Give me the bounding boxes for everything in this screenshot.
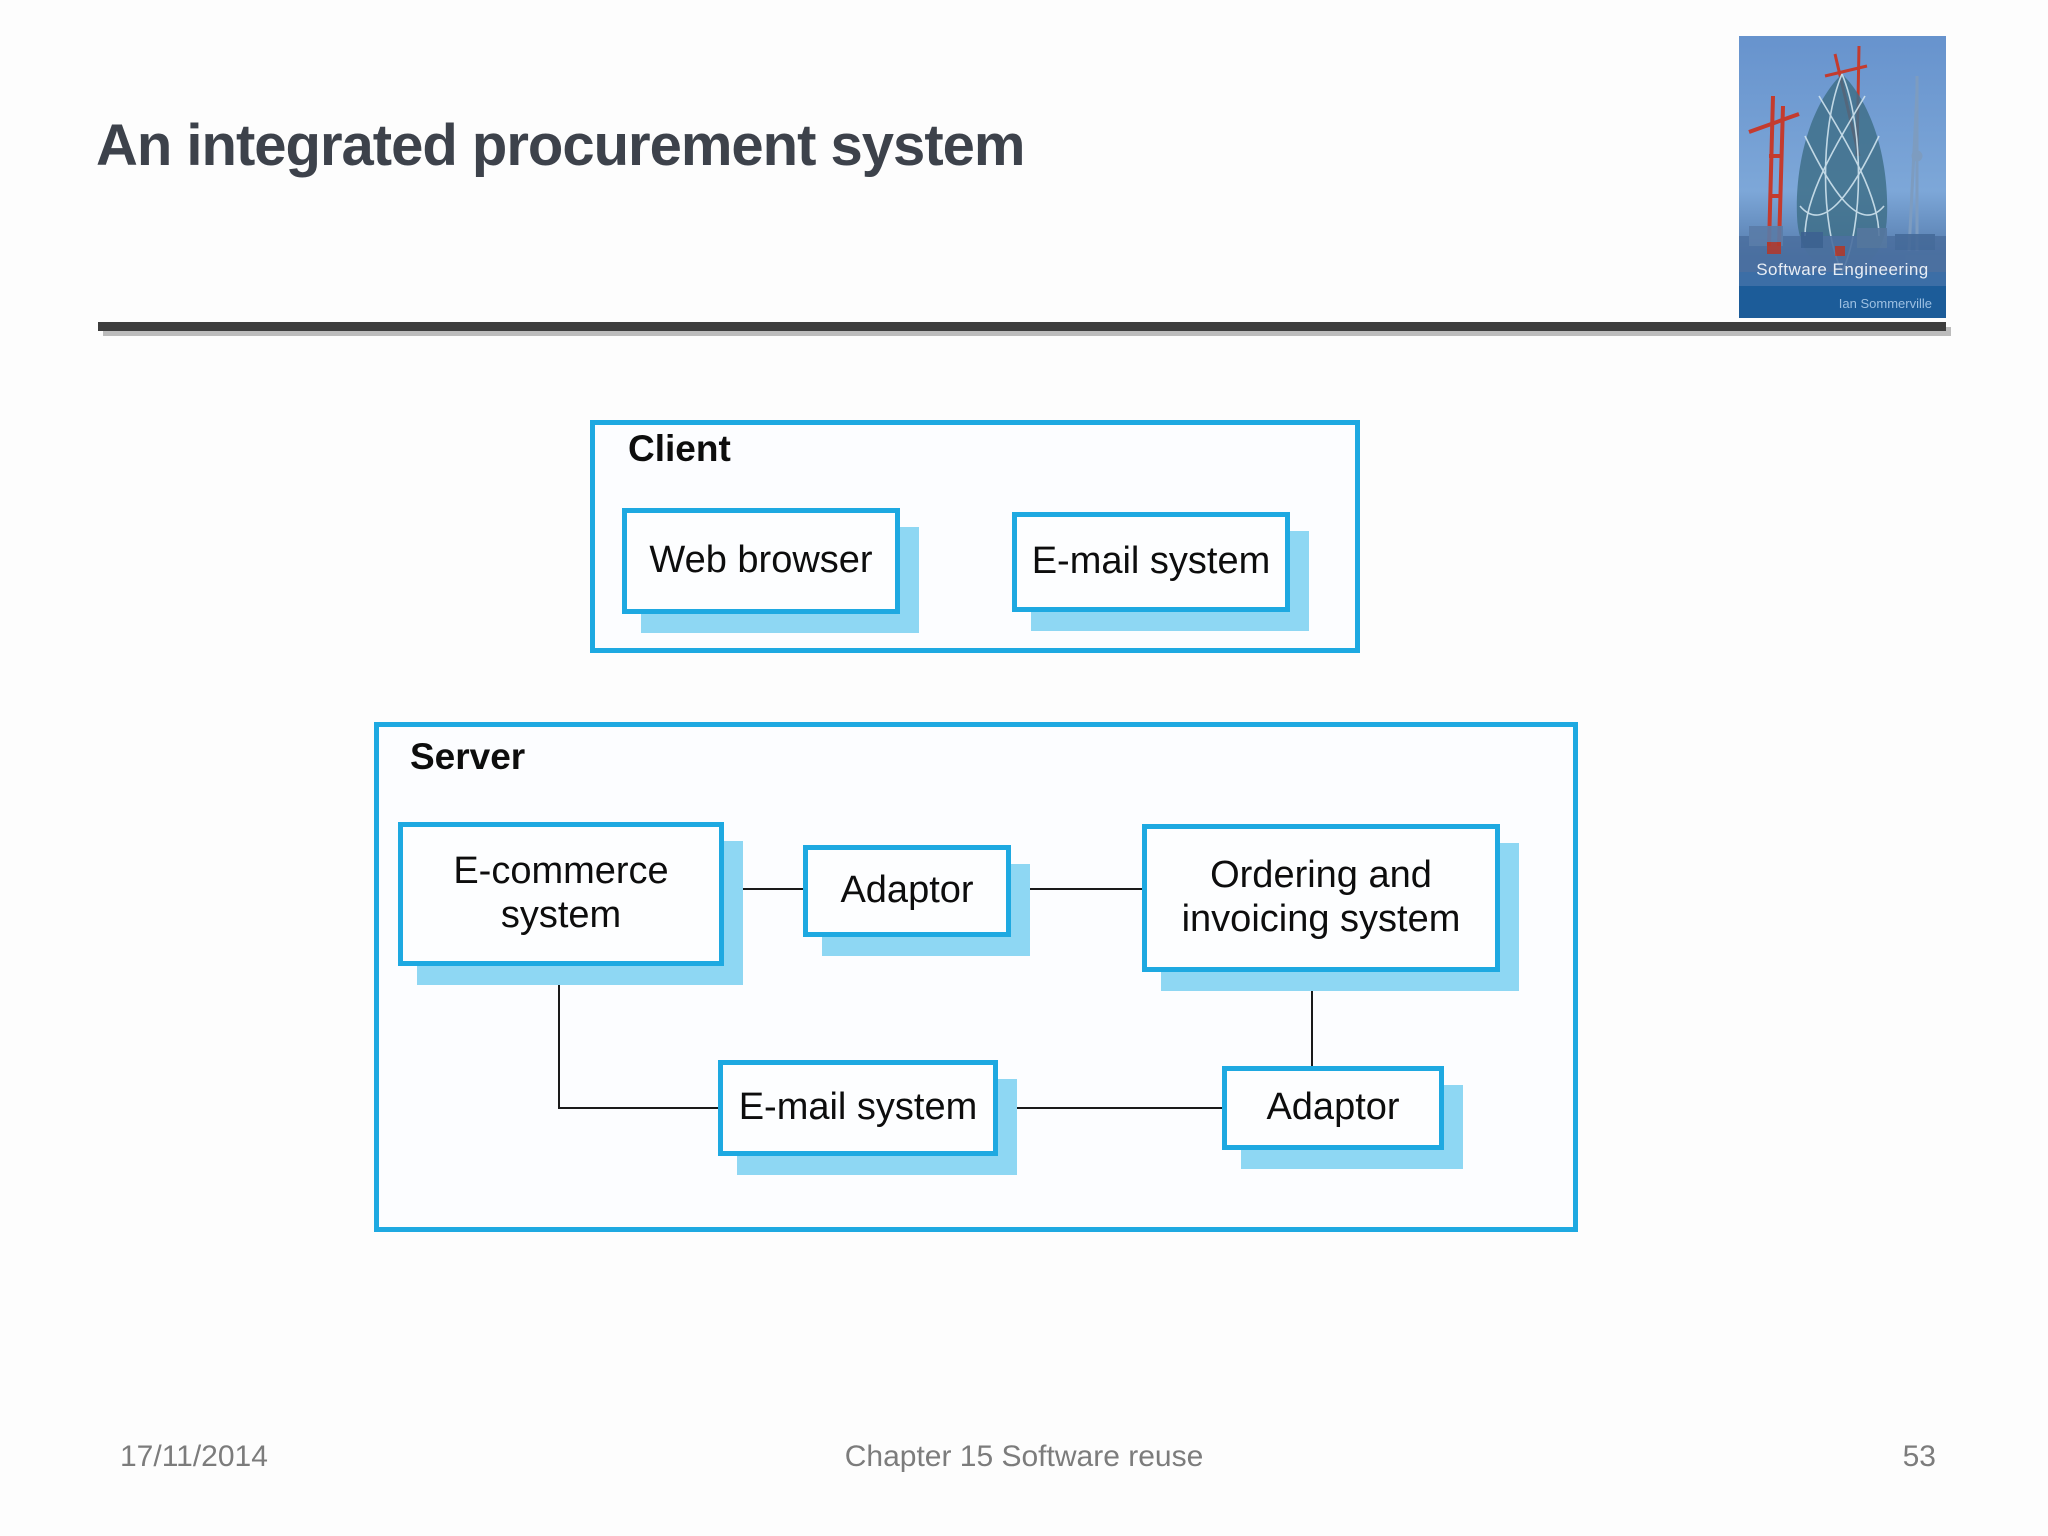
node-server-email-system: E-mail system (718, 1060, 998, 1156)
node-ecommerce-system-label: E-commerce system (453, 850, 669, 936)
node-client-email-system-label: E-mail system (1031, 540, 1271, 583)
book-cover-band: Ian Sommerville (1739, 286, 1946, 318)
node-web-browser-label: Web browser (649, 539, 873, 582)
connector-ecommerce-email (558, 1107, 720, 1109)
node-client-email-system: E-mail system (1012, 512, 1290, 612)
footer-chapter: Chapter 15 Software reuse (844, 1440, 1204, 1473)
connector-adaptor-ordering (1009, 888, 1142, 890)
gherkin-building-icon (1796, 73, 1888, 273)
book-cover-logo: Software Engineering Ian Sommerville (1739, 36, 1946, 318)
node-ordering-invoicing-system: Ordering and invoicing system (1142, 824, 1500, 972)
client-group-label: Client (628, 428, 731, 469)
connector-ecommerce-down (558, 964, 560, 1109)
node-adaptor-bottom: Adaptor (1222, 1066, 1444, 1150)
node-ordering-invoicing-system-label: Ordering and invoicing system (1181, 854, 1461, 940)
node-web-browser: Web browser (622, 508, 900, 614)
city-skyline (1739, 226, 1946, 272)
node-server-email-system-label: E-mail system (738, 1086, 978, 1129)
title-divider (98, 322, 1946, 331)
connector-ordering-adaptor2 (1311, 970, 1313, 1069)
node-adaptor-top: Adaptor (803, 845, 1011, 937)
book-cover-author: Ian Sommerville (1838, 296, 1932, 311)
connector-ecommerce-adaptor (722, 888, 805, 890)
server-group-label: Server (410, 736, 526, 777)
footer-page-number: 53 (1902, 1440, 1936, 1473)
book-cover-art (1739, 45, 1946, 273)
tower-icon (1907, 76, 1923, 252)
node-adaptor-top-label: Adaptor (840, 869, 974, 912)
crane-icon (1748, 95, 1800, 247)
book-cover-title: Software Engineering (1756, 260, 1929, 279)
node-ecommerce-system: E-commerce system (398, 822, 724, 966)
node-adaptor-bottom-label: Adaptor (1266, 1086, 1400, 1129)
footer-date: 17/11/2014 (120, 1440, 268, 1473)
connector-email-adaptor2 (996, 1107, 1224, 1109)
page-title: An integrated procurement system (96, 113, 1025, 178)
